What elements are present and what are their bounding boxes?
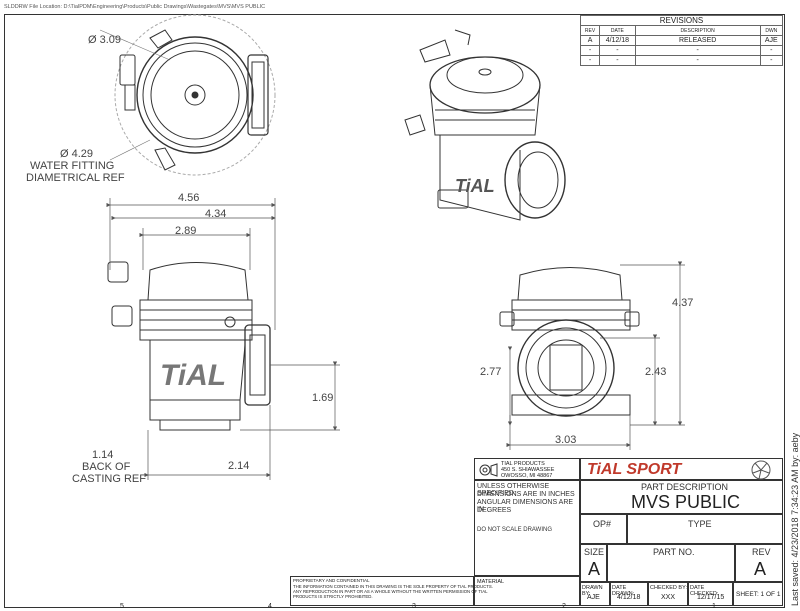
part-description-label: PART DESCRIPTION: [641, 482, 729, 492]
rev-label: REV: [752, 547, 771, 557]
part-description-box: PART DESCRIPTION MVS PUBLIC: [580, 480, 783, 514]
rev-box: REV A: [735, 544, 783, 582]
drawing-border: [4, 14, 785, 608]
front-view: [107, 261, 271, 431]
material-label: MATERIAL: [477, 579, 505, 585]
brand-box: TiAL SPORT: [580, 458, 783, 480]
dim-243: 2.43: [645, 366, 667, 378]
dim-303: 3.03: [555, 434, 577, 446]
unless-line-4: DEGREES: [477, 507, 512, 514]
dim-diameter-309: Ø 3.09: [88, 34, 122, 46]
size-box: SIZE A: [580, 544, 607, 582]
drawn-by-box: DRAWN BY: AJE: [580, 582, 610, 606]
proprietary-line-1: PROPRIETARY AND CONFIDENTIAL: [293, 578, 370, 583]
date-drawn-label: DATE DRAWN:: [612, 585, 635, 597]
proprietary-line-4: PRODUCTS IS STRICTLY PROHIBITED.: [293, 594, 373, 599]
rev-value: A: [754, 559, 767, 579]
zone-number: 3: [412, 603, 416, 610]
checked-by-value: XXX: [661, 594, 676, 601]
type-label: TYPE: [688, 519, 712, 529]
part-no-label: PART NO.: [653, 547, 695, 557]
do-not-scale: DO NOT SCALE DRAWING: [477, 527, 553, 533]
proprietary-line-3: ANY REPRODUCTION IN PART OR AS A WHOLE W…: [293, 589, 488, 594]
date-drawn-value: 4/12/18: [617, 594, 641, 601]
checked-by-box: CHECKED BY: XXX: [648, 582, 688, 606]
file-location: SLDDRW File Location: D:\TialPDM\Enginee…: [4, 4, 266, 10]
zone-number: 2: [562, 603, 566, 610]
unless-box: UNLESS OTHERWISE SPECIFIED: DIMENSIONS A…: [474, 480, 580, 576]
water-fitting-label: WATER FITTING: [30, 160, 115, 172]
dim-437: 4.37: [672, 297, 694, 309]
diametrical-ref-label: DIAMETRICAL REF: [26, 172, 125, 184]
date-checked-label: DATE CHECKED:: [690, 585, 719, 597]
size-value: A: [588, 559, 601, 579]
unless-line-1: UNLESS OTHERWISE SPECIFIED:: [477, 483, 550, 497]
zone-number: 4: [268, 603, 272, 610]
table-cell: -: [759, 55, 784, 66]
iso-logo: TiAL: [455, 176, 495, 196]
unless-line-3: ANGULAR DIMENSIONS ARE IN: [477, 499, 574, 513]
company-name: TIAL PRODUCTS: [501, 461, 545, 467]
material-box: MATERIAL: [474, 576, 580, 606]
zone-number: 1: [712, 603, 716, 610]
proprietary-line-2: THE INFORMATION CONTAINED IN THIS DRAWIN…: [293, 584, 493, 589]
dim-277: 2.77: [480, 366, 502, 378]
checked-by-label: CHECKED BY:: [650, 585, 687, 591]
dim-456: 4.56: [178, 192, 200, 204]
company-address: 450 S. SHIAWASSEE: [501, 467, 555, 473]
op-label: OP#: [593, 519, 612, 529]
dim-434: 4.34: [205, 208, 227, 220]
side-view: [499, 267, 640, 417]
date-checked-value: 12/17/15: [697, 594, 725, 601]
date-checked-box: DATE CHECKED: 12/17/15: [688, 582, 733, 606]
dim-169: 1.69: [312, 392, 334, 404]
size-label: SIZE: [584, 547, 605, 557]
company-box: TIAL PRODUCTS 450 S. SHIAWASSEE OWOSSO, …: [474, 458, 580, 480]
table-row: - - - -: [579, 55, 784, 66]
date-drawn-box: DATE DRAWN: 4/12/18: [610, 582, 648, 606]
projection-symbol-icon: [479, 463, 498, 477]
proprietary-box: PROPRIETARY AND CONFIDENTIAL THE INFORMA…: [290, 576, 493, 606]
company-city: OWOSSO, MI 48867: [501, 473, 553, 479]
dimension-lines: [106, 198, 685, 480]
op-box: OP#: [580, 514, 627, 544]
turbo-fan-icon: [751, 460, 771, 480]
revisions-table: REVISIONS REV DATE DESCRIPTION DWN A 4/1…: [579, 15, 784, 66]
dim-214: 2.14: [228, 460, 250, 472]
part-description-value: MVS PUBLIC: [631, 492, 741, 512]
front-logo: TiAL: [160, 359, 226, 392]
dim-289: 2.89: [175, 225, 197, 237]
sheet-value: SHEET: 1 OF 1: [736, 591, 781, 598]
drawn-by-value: AJE: [587, 594, 600, 601]
dim-114: 1.14: [92, 449, 114, 461]
drawn-by-label: DRAWN BY:: [582, 585, 603, 597]
zone-number: 5: [120, 603, 124, 610]
iso-view: [404, 29, 566, 221]
unless-line-2: DIMENSIONS ARE IN INCHES: [477, 491, 575, 498]
part-no-box: PART NO.: [607, 544, 735, 582]
dim-diameter-429: Ø 4.29: [60, 148, 94, 160]
casting-ref-label: CASTING REF: [72, 473, 146, 485]
last-saved-note: Last saved: 4/23/2018 7:34:23 AM by: aeb…: [790, 432, 800, 606]
brand-logo: TiAL SPORT: [587, 461, 682, 478]
sheet-box: SHEET: 1 OF 1: [733, 582, 783, 606]
back-of-label: BACK OF: [82, 461, 131, 473]
top-view: [99, 14, 276, 176]
type-box: TYPE: [627, 514, 783, 544]
table-cell: -: [579, 55, 601, 66]
